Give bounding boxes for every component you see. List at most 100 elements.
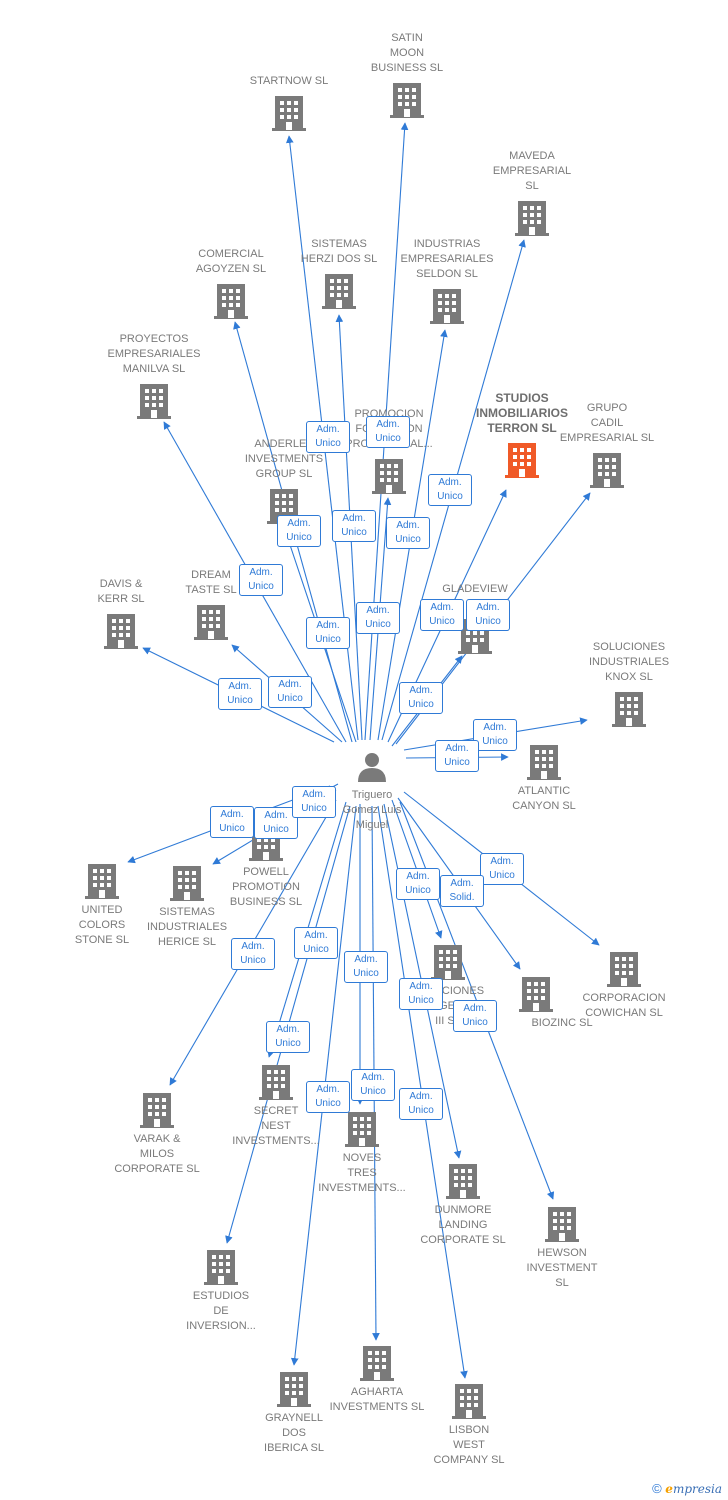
role-badge-powell[interactable]: Adm.Unico xyxy=(292,786,336,818)
role-badge-text: Unico xyxy=(286,532,312,543)
building-icon[interactable] xyxy=(140,1093,174,1128)
building-icon[interactable] xyxy=(390,83,424,118)
role-badge-dream[interactable]: Adm.Unico xyxy=(268,676,312,708)
person-icon[interactable] xyxy=(358,753,386,782)
role-badge-davis[interactable]: Adm.Unico xyxy=(218,678,262,710)
building-icon[interactable] xyxy=(505,443,539,478)
building-icon[interactable] xyxy=(446,1164,480,1199)
role-badge-gladeview[interactable]: Adm.Unico xyxy=(399,682,443,714)
role-badge-text: Adm. xyxy=(409,685,433,696)
building-icon[interactable] xyxy=(372,459,406,494)
building-icon[interactable] xyxy=(345,1112,379,1147)
building-icon[interactable] xyxy=(590,453,624,488)
building-icon[interactable] xyxy=(430,289,464,324)
building-icon[interactable] xyxy=(170,866,204,901)
role-badge-estudios[interactable]: Adm.Unico xyxy=(266,1021,310,1053)
company-label-startnow[interactable]: STARTNOW SL xyxy=(224,74,354,89)
role-badge-varak[interactable]: Adm.Unico xyxy=(231,938,275,970)
role-badge-grupo[interactable]: Adm.Unico xyxy=(466,599,510,631)
role-badge-sistemas_herice[interactable]: Adm.Unico xyxy=(254,807,298,839)
role-badge-text: Solid. xyxy=(449,892,475,903)
footer-brand[interactable]: © empresia xyxy=(652,1481,722,1496)
company-label-line: INVESTMENTS xyxy=(244,453,324,465)
building-icon[interactable] xyxy=(515,201,549,236)
building-icon[interactable] xyxy=(85,864,119,899)
role-badge-sistemas_herzi[interactable]: Adm.Unico xyxy=(332,510,376,542)
building-icon[interactable] xyxy=(104,614,138,649)
company-label-line: INDUSTRIAS xyxy=(413,238,481,250)
role-badge-industrias[interactable]: Adm.Unico xyxy=(386,517,430,549)
role-badge-satin[interactable]: Adm.Unico xyxy=(366,416,410,448)
role-badge-proyectos[interactable]: Adm.Unico xyxy=(239,564,283,596)
role-badge-graynell[interactable]: Adm.Unico xyxy=(306,1081,350,1113)
building-icon[interactable] xyxy=(322,274,356,309)
company-label-biozinc[interactable]: BIOZINC SL xyxy=(497,1016,627,1031)
role-badge-biozinc[interactable]: Adm.Solid. xyxy=(440,875,484,907)
company-label-line: GRUPO xyxy=(586,402,628,414)
role-badge-soluciones_iii[interactable]: Adm.Unico xyxy=(396,868,440,900)
role-badge-comercial[interactable]: Adm.Unico xyxy=(306,421,350,453)
role-badge-hewson[interactable]: Adm.Unico xyxy=(453,1000,497,1032)
company-label-davis[interactable]: DAVIS &KERR SL xyxy=(56,577,186,607)
role-badge-corporacion[interactable]: Adm.Unico xyxy=(480,853,524,885)
role-badge-dunmore[interactable]: Adm.Unico xyxy=(399,1088,443,1120)
role-badge-startnow[interactable]: Adm.Unico xyxy=(306,617,350,649)
building-icon[interactable] xyxy=(607,952,641,987)
role-badge-text: Adm. xyxy=(264,810,288,821)
building-icon[interactable] xyxy=(259,1065,293,1100)
role-badge-anderley[interactable]: Adm.Unico xyxy=(277,515,321,547)
role-badge-studios[interactable]: Adm.Unico xyxy=(420,599,464,631)
building-icon[interactable] xyxy=(612,692,646,727)
building-icon[interactable] xyxy=(360,1346,394,1381)
building-icon[interactable] xyxy=(545,1207,579,1242)
role-badge-atlantic[interactable]: Adm.Unico xyxy=(435,740,479,772)
building-icon[interactable] xyxy=(519,977,553,1012)
role-badge-maveda[interactable]: Adm.Unico xyxy=(428,474,472,506)
building-icon[interactable] xyxy=(214,284,248,319)
company-label-line: INMOBILIARIOS xyxy=(476,406,568,420)
role-badge-united[interactable]: Adm.Unico xyxy=(210,806,254,838)
role-badge-lisbon[interactable]: Adm.Unico xyxy=(399,978,443,1010)
role-badge-secret[interactable]: Adm.Unico xyxy=(294,927,338,959)
company-label-line: SELDON SL xyxy=(416,268,478,280)
building-icon[interactable] xyxy=(527,745,561,780)
role-badge-soluciones_knox[interactable]: Adm.Unico xyxy=(473,719,517,751)
role-badge-agharta[interactable]: Adm.Unico xyxy=(351,1069,395,1101)
building-icon[interactable] xyxy=(277,1372,311,1407)
building-icon[interactable] xyxy=(137,384,171,419)
role-badge-promocion[interactable]: Adm.Unico xyxy=(356,602,400,634)
building-icon[interactable] xyxy=(452,1384,486,1419)
building-icon[interactable] xyxy=(272,96,306,131)
building-icon[interactable] xyxy=(431,945,465,980)
role-badge-noves[interactable]: Adm.Unico xyxy=(344,951,388,983)
building-icon[interactable] xyxy=(204,1250,238,1285)
role-badge-text: Unico xyxy=(219,823,245,834)
building-icon[interactable] xyxy=(194,605,228,640)
